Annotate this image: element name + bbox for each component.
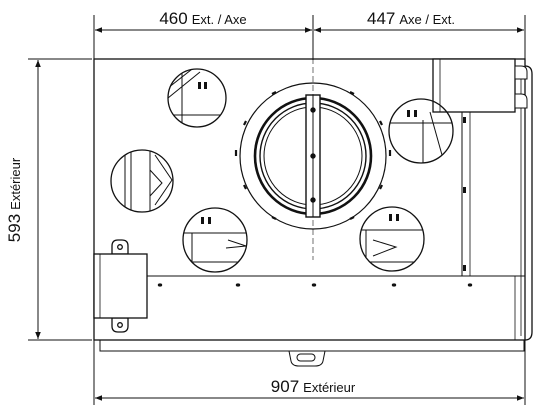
small-opening-5 (359, 206, 425, 272)
mounting-dots (157, 283, 473, 287)
unit-body (93, 58, 533, 367)
left-electrical-box (93, 239, 148, 333)
dimension-lines (28, 15, 526, 405)
main-duct-connection (234, 40, 392, 260)
small-opening-4 (388, 98, 454, 164)
right-electrical-box (432, 58, 528, 113)
small-opening-1 (167, 68, 227, 128)
small-opening-2 (110, 149, 174, 213)
left-dimension: 593Extérieur (5, 157, 24, 242)
small-opening-3 (182, 207, 248, 273)
